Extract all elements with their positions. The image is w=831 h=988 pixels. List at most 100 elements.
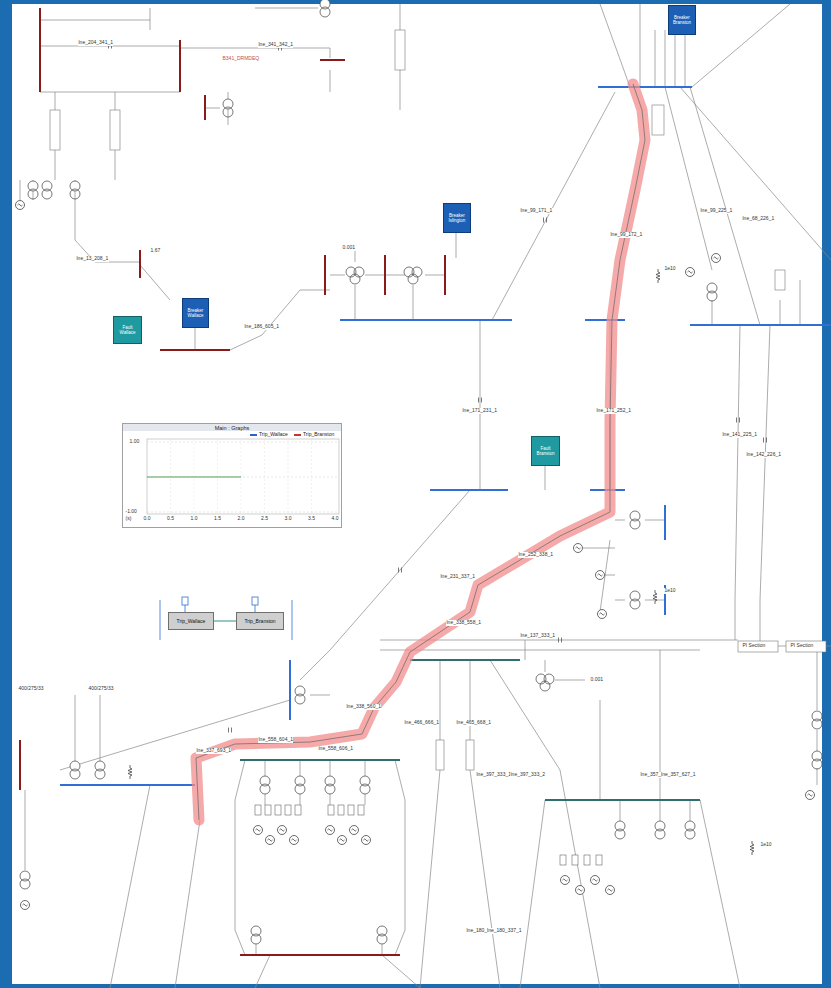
- busbar: [598, 86, 692, 88]
- transmission-line: [40, 8, 180, 46]
- transformer-symbol: [630, 511, 640, 529]
- graph-panel-ground: [147, 477, 241, 478]
- pi-section: [50, 110, 60, 150]
- breaker-mark: [544, 218, 547, 223]
- trip-block-wiring: [252, 597, 258, 605]
- resistor-symbol: [128, 269, 754, 855]
- generator-symbol: [254, 826, 263, 835]
- line-label: lne_171_231_1: [462, 408, 497, 414]
- line-label: 0.001: [590, 677, 604, 683]
- box-title: Breaker: [674, 15, 690, 20]
- highlighted-route: [196, 84, 645, 820]
- box-title: Breaker: [449, 213, 465, 218]
- fault-box: FaultBranston: [531, 436, 560, 466]
- transformer-symbol: [346, 267, 364, 284]
- load-boxes: [338, 805, 344, 815]
- breaker-box: BreakerIslington: [443, 203, 471, 233]
- graph-panel-ground: [122, 423, 342, 431]
- breaker-mark: [479, 398, 482, 403]
- busbar: [20, 8, 445, 955]
- busbar: [240, 660, 700, 800]
- box-title: Breaker: [188, 308, 204, 313]
- load-boxes: [285, 805, 291, 815]
- line-label: lne_337_693_1: [196, 748, 231, 754]
- transmission-line: [600, 4, 790, 87]
- generator-symbol: [806, 791, 815, 800]
- highlighted-route: [196, 84, 645, 820]
- box-text: Wallace: [120, 330, 136, 335]
- breaker-mark: [399, 568, 402, 573]
- transformer-symbol: [360, 776, 370, 794]
- graph-panel-ground: [122, 423, 342, 528]
- pi-section: [466, 740, 474, 770]
- load-boxes: [255, 805, 602, 865]
- generator-symbol: [278, 826, 287, 835]
- transformer-symbol: [615, 821, 625, 839]
- box-title: Fault: [122, 325, 132, 330]
- transformer-symbol: [20, 0, 822, 944]
- line-label: lne_99_171_1: [520, 208, 553, 214]
- load-boxes: [275, 805, 281, 815]
- transformer-symbol: [295, 686, 305, 704]
- busbar: [690, 324, 831, 326]
- transformer-symbol: [42, 181, 52, 199]
- breaker-mark: [764, 438, 767, 443]
- line-label: lne_341_342_1: [258, 42, 293, 48]
- line-label: lne_142_226_1: [746, 452, 781, 458]
- transformer-symbol: [630, 591, 640, 609]
- resistor-symbol: [750, 841, 754, 855]
- pi-section: [786, 641, 826, 652]
- generator-symbol: [686, 268, 695, 277]
- load-boxes: [328, 805, 334, 815]
- transformer-symbol: [251, 926, 261, 944]
- axis-tick: 2.0: [237, 516, 245, 522]
- load-boxes: [265, 805, 271, 815]
- trip-block: Trip_Wallace: [168, 612, 214, 630]
- line-label: 0.001: [342, 245, 356, 251]
- line-label: lne_186_605_1: [244, 324, 279, 330]
- load-boxes: [584, 855, 590, 865]
- generator-symbol: [266, 836, 275, 845]
- axis-tick: 1.5: [214, 516, 222, 522]
- pi-section: [738, 641, 778, 652]
- breaker-box: BreakerWallace: [182, 298, 209, 328]
- trip-block-wiring: [160, 597, 292, 640]
- transformer-symbol: [320, 0, 330, 17]
- transformer-symbol: [325, 776, 335, 794]
- axis-tick: 1.0: [190, 516, 198, 522]
- transformer-symbol: [812, 751, 822, 769]
- line-label: lne_171_252_1: [596, 408, 631, 414]
- line-label: lne_558_604_1: [258, 737, 293, 743]
- line-label: lne_204_341_1: [78, 40, 113, 46]
- generator-symbol: [712, 254, 721, 263]
- trip-block-wiring: [182, 597, 188, 605]
- legend-swatch: [294, 434, 301, 436]
- load-boxes: [572, 855, 578, 865]
- transformer-symbol: [377, 926, 387, 944]
- pi-section: [395, 30, 405, 70]
- line-label: lne_99_172_1: [610, 232, 643, 238]
- transmission-line: [235, 760, 420, 988]
- line-label: 400/275/33: [18, 686, 44, 692]
- transformer-symbol: [295, 776, 305, 794]
- axis-tick: 4.0: [331, 516, 339, 522]
- line-label: lne_357_lne_357_627_1: [640, 772, 696, 778]
- line-label: lne_252_338_1: [518, 552, 553, 558]
- trip-block-wiring: [160, 600, 292, 640]
- busbar: [289, 660, 291, 720]
- line-label: lne_99_225_1: [700, 208, 733, 214]
- axis-tick: 3.0: [284, 516, 292, 522]
- axis-label: 1.00: [129, 439, 140, 445]
- busbar: [430, 489, 508, 491]
- frame: [12, 4, 822, 984]
- axis-label: -1.00: [125, 509, 137, 515]
- resistor-symbol: [128, 765, 132, 779]
- breaker-mark: [559, 638, 562, 643]
- line-label: lne_68_226_1: [742, 216, 775, 222]
- line-label: lne_338_558_1: [446, 620, 481, 626]
- load-boxes: [348, 805, 354, 815]
- load-boxes: [560, 855, 566, 865]
